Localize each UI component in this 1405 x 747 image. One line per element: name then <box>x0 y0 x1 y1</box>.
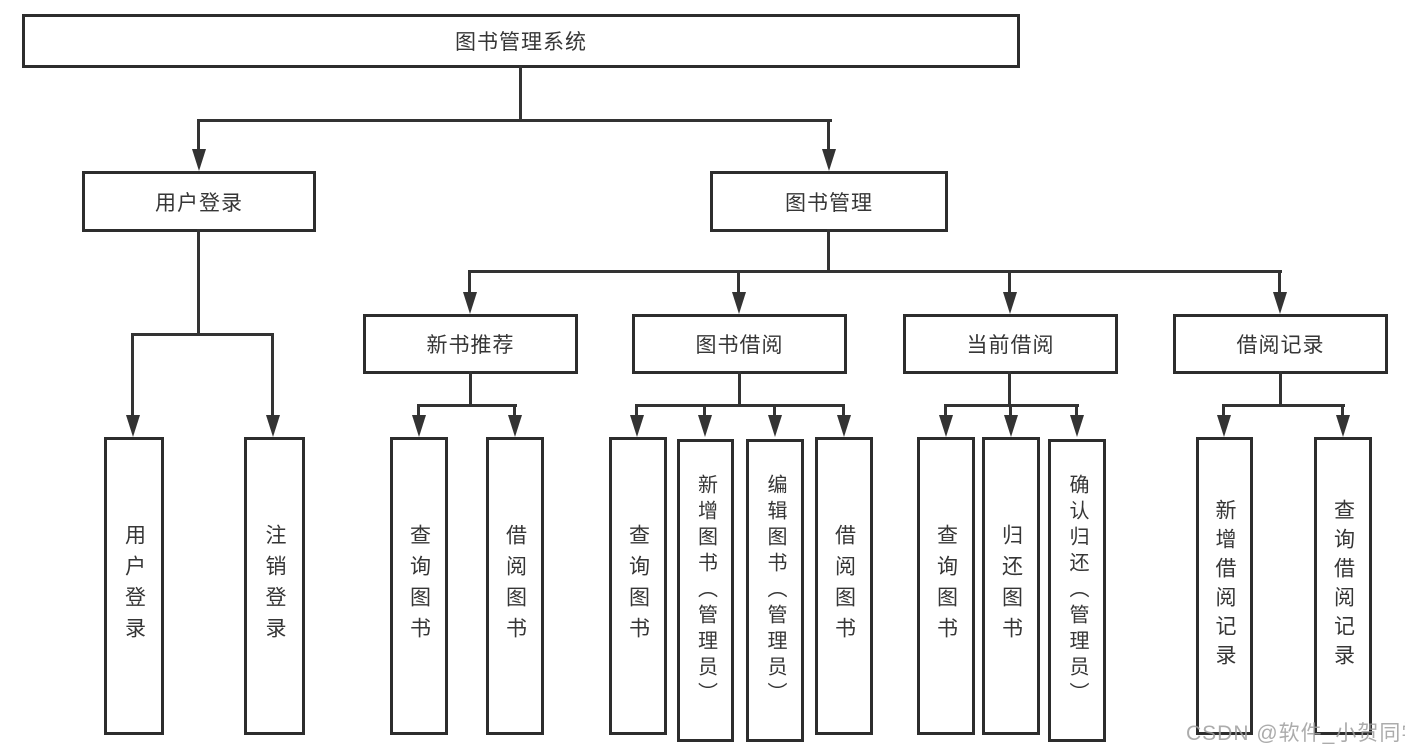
leaf-br-add-record-label: 新增借阅记录 <box>1213 499 1236 673</box>
leaf-br-query-record-label: 查询借阅记录 <box>1331 499 1355 673</box>
node-book-management-label: 图书管理 <box>785 191 873 215</box>
leaf-nb-query-books: 查询图书 <box>390 437 448 735</box>
connector-stub <box>635 404 638 418</box>
node-user-login: 用户登录 <box>82 171 316 232</box>
arrow-down-icon <box>412 415 426 437</box>
arrow-down-icon <box>837 415 851 437</box>
arrow-down-icon <box>508 415 522 437</box>
leaf-br-add-record: 新增借阅记录 <box>1196 437 1253 735</box>
arrow-down-icon <box>768 415 782 437</box>
connector-br-vline <box>1279 371 1282 407</box>
arrow-down-icon <box>1070 415 1084 437</box>
connector-bookmgmt-vline <box>827 229 830 273</box>
arrow-down-icon <box>1273 292 1287 314</box>
arrow-down-icon <box>822 149 836 171</box>
connector-bb-vline <box>738 371 741 407</box>
node-book-management: 图书管理 <box>710 171 948 232</box>
connector-stub <box>417 404 420 418</box>
arrow-down-icon <box>1336 415 1350 437</box>
connector-bookmgmt-hline <box>468 270 1282 273</box>
arrow-down-icon <box>192 149 206 171</box>
connector-stub <box>468 270 471 295</box>
node-library-system-label: 图书管理系统 <box>455 31 587 54</box>
leaf-bb-edit-books-admin: 编辑图书（管理员） <box>746 439 804 742</box>
connector-stub <box>197 119 200 152</box>
connector-bb-hline <box>635 404 845 407</box>
leaf-cb-query-books-label: 查询图书 <box>934 524 958 648</box>
leaf-user-login: 用户登录 <box>104 437 164 735</box>
leaf-nb-borrow-books: 借阅图书 <box>486 437 544 735</box>
node-current-borrowing: 当前借阅 <box>903 314 1118 374</box>
leaf-cb-confirm-return-admin: 确认归还（管理员） <box>1048 439 1106 742</box>
arrow-down-icon <box>939 415 953 437</box>
leaf-user-login-label: 用户登录 <box>122 524 146 648</box>
connector-stub <box>773 404 776 418</box>
connector-stub <box>1222 404 1225 418</box>
connector-stub <box>271 333 274 418</box>
node-book-borrowing-label: 图书借阅 <box>695 334 784 357</box>
connector-userlogin-hline <box>131 333 274 336</box>
node-borrow-records: 借阅记录 <box>1173 314 1388 374</box>
leaf-bb-add-books-admin: 新增图书（管理员） <box>677 439 734 742</box>
connector-stub <box>944 404 947 418</box>
leaf-bb-add-books-admin-label: 新增图书（管理员） <box>694 473 717 708</box>
connector-cb-vline <box>1008 371 1011 407</box>
leaf-logout: 注销登录 <box>244 437 305 735</box>
connector-stub <box>703 404 706 418</box>
leaf-br-query-record: 查询借阅记录 <box>1314 437 1372 735</box>
node-new-book-recommend-label: 新书推荐 <box>426 334 515 357</box>
connector-stub <box>842 404 845 418</box>
node-user-login-label: 用户登录 <box>155 191 243 215</box>
leaf-bb-borrow-books-label: 借阅图书 <box>832 524 856 648</box>
connector-stub <box>1341 404 1344 418</box>
arrow-down-icon <box>126 415 140 437</box>
arrow-down-icon <box>630 415 644 437</box>
leaf-nb-borrow-books-label: 借阅图书 <box>503 524 527 648</box>
arrow-down-icon <box>1217 415 1231 437</box>
arrow-down-icon <box>1004 415 1018 437</box>
connector-nb-hline <box>417 404 517 407</box>
connector-nb-vline <box>469 371 472 407</box>
connector-stub <box>737 270 740 295</box>
connector-stub <box>131 333 134 418</box>
leaf-cb-query-books: 查询图书 <box>917 437 975 735</box>
connector-root-hline <box>197 119 832 122</box>
leaf-bb-edit-books-admin-label: 编辑图书（管理员） <box>764 473 786 708</box>
leaf-cb-return-books-label: 归还图书 <box>999 524 1023 648</box>
arrow-down-icon <box>732 292 746 314</box>
connector-stub <box>1075 404 1078 418</box>
connector-root-vline <box>519 66 522 122</box>
node-library-system: 图书管理系统 <box>22 14 1020 68</box>
arrow-down-icon <box>698 415 712 437</box>
leaf-cb-confirm-return-admin-label: 确认归还（管理员） <box>1066 473 1088 708</box>
arrow-down-icon <box>266 415 280 437</box>
leaf-bb-borrow-books: 借阅图书 <box>815 437 873 735</box>
leaf-bb-query-books-label: 查询图书 <box>626 524 650 648</box>
node-current-borrowing-label: 当前借阅 <box>966 334 1055 357</box>
node-book-borrowing: 图书借阅 <box>632 314 847 374</box>
connector-userlogin-vline <box>197 229 200 336</box>
connector-stub <box>1009 404 1012 418</box>
node-borrow-records-label: 借阅记录 <box>1236 334 1325 357</box>
arrow-down-icon <box>1003 292 1017 314</box>
leaf-nb-query-books-label: 查询图书 <box>407 524 431 648</box>
connector-stub <box>1278 270 1281 295</box>
leaf-cb-return-books: 归还图书 <box>982 437 1040 735</box>
arrow-down-icon <box>463 292 477 314</box>
connector-stub <box>513 404 516 418</box>
leaf-logout-label: 注销登录 <box>263 524 286 648</box>
csdn-watermark: CSDN @软件_小贺同学 <box>1186 722 1405 745</box>
leaf-bb-query-books: 查询图书 <box>609 437 667 735</box>
connector-br-hline <box>1222 404 1345 407</box>
connector-stub <box>1008 270 1011 295</box>
node-new-book-recommend: 新书推荐 <box>363 314 578 374</box>
connector-stub <box>827 119 830 152</box>
